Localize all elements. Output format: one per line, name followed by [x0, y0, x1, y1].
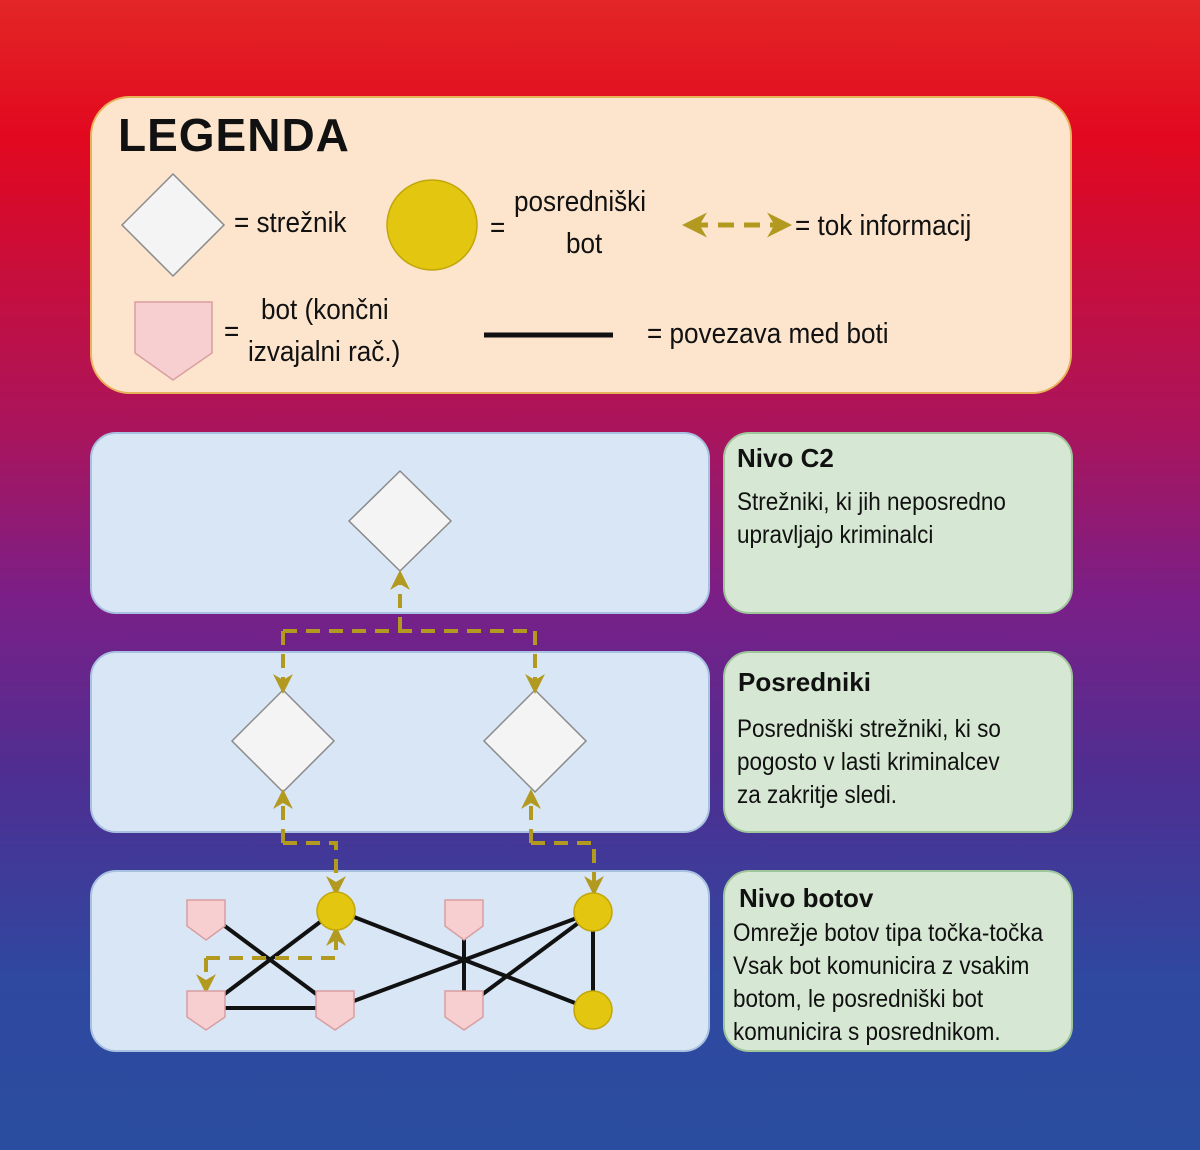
bot-icon	[186, 990, 226, 1031]
legend-server-icon	[120, 172, 226, 278]
legend-bot-label-1: bot (končni	[261, 294, 389, 326]
bot-level-title: Nivo botov	[739, 883, 874, 913]
bot-info-box	[723, 870, 1073, 1052]
legend-panel	[90, 96, 1072, 394]
c2-level-text-line: upravljajo kriminalci	[737, 521, 934, 549]
c2-server-icon	[347, 469, 453, 573]
bot-level-text-line: botom, le posredniški bot	[733, 985, 984, 1013]
legend-info-flow-label: = tok informacij	[795, 210, 972, 242]
legend-bot-eq: =	[224, 316, 240, 348]
proxy-bot-icon	[573, 990, 613, 1030]
proxy-level-text-line: za zakritje sledi.	[737, 781, 898, 809]
proxy-info-box	[723, 651, 1073, 833]
legend-server-label: = strežnik	[234, 207, 347, 239]
bot-icon	[315, 990, 355, 1031]
proxy-level-panel	[90, 651, 710, 833]
flow-c2-proxies	[273, 570, 545, 694]
c2-level-text-line: Strežniki, ki jih neposredno	[737, 488, 1006, 516]
legend-proxy-bot-label-1: posredniški	[514, 186, 647, 218]
proxy-server-left-icon	[230, 688, 336, 794]
proxy-level-title: Posredniki	[738, 667, 871, 697]
legend-title: LEGENDA	[118, 109, 350, 161]
c2-info-box	[723, 432, 1073, 614]
bot-level-text-line: Vsak bot komunicira z vsakim	[733, 952, 1030, 980]
legend-proxy-bot-eq: =	[490, 212, 506, 244]
legend-connection-label: = povezava med boti	[647, 318, 889, 350]
proxy-bot-icon	[316, 891, 356, 931]
bot-icon	[186, 899, 226, 941]
legend-proxy-bot-label-2: bot	[566, 228, 603, 260]
legend-bot-icon	[134, 301, 213, 381]
bot-level-text-line: Omrežje botov tipa točka-točka	[733, 919, 1044, 947]
flow-proxies-bots	[273, 789, 604, 896]
bot-level-text-line: komunicira s posrednikom.	[733, 1018, 1001, 1046]
proxy-server-right-icon	[482, 688, 588, 794]
c2-level-title: Nivo C2	[737, 443, 834, 473]
legend-proxy-bot-icon	[386, 179, 478, 271]
bot-icon	[444, 990, 484, 1031]
legend-bot-label-2: izvajalni rač.)	[248, 336, 401, 368]
flow-bot-local	[196, 926, 346, 994]
proxy-level-text-line: Posredniški strežniki, ki so	[737, 715, 1001, 743]
proxy-bot-icon	[573, 892, 613, 932]
proxy-level-text-line: pogosto v lasti kriminalcev	[737, 748, 1000, 776]
bot-icon	[444, 899, 484, 941]
